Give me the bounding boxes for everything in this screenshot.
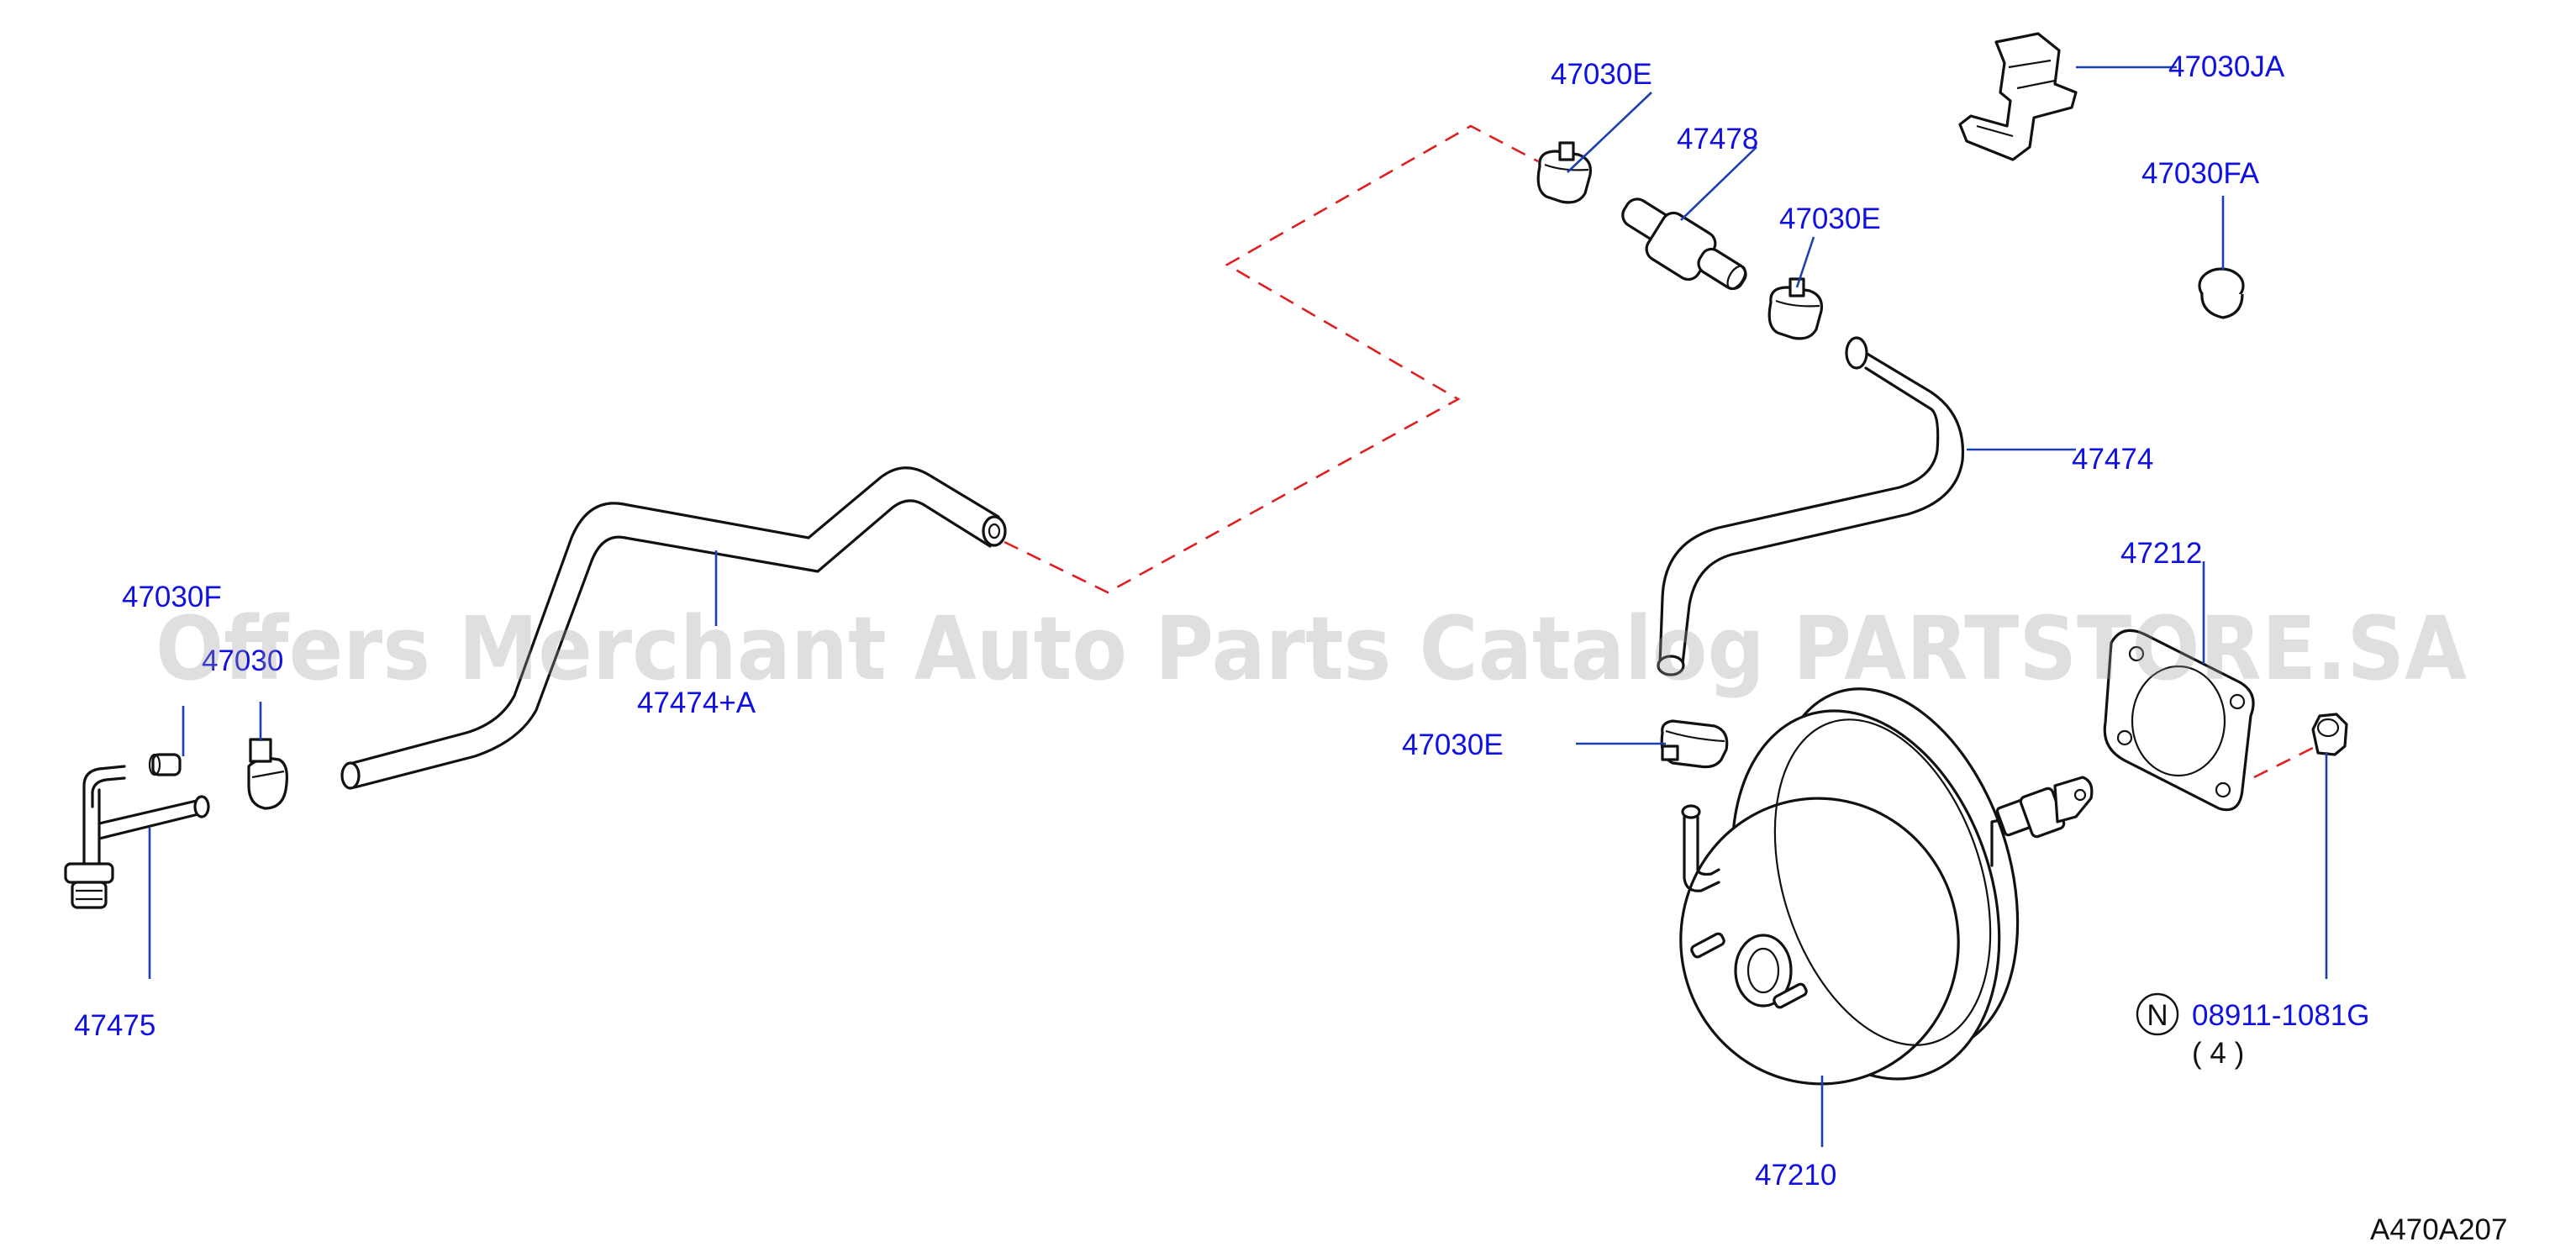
label-47030f[interactable]: 47030F: [122, 581, 222, 613]
label-47030-obscured[interactable]: 47030: [202, 645, 283, 677]
diagram-code: A470A207: [2370, 1213, 2507, 1246]
label-47030ja[interactable]: 47030JA: [2168, 50, 2285, 83]
label-47030e-booster[interactable]: 47030E: [1402, 729, 1504, 761]
nut-08911-1081g[interactable]: [2311, 713, 2348, 756]
brake-booster-47210[interactable]: [1658, 657, 2094, 1113]
nut-symbol-letter: N: [2147, 999, 2168, 1032]
label-47030e-mid[interactable]: 47030E: [1779, 203, 1881, 235]
label-47030fa[interactable]: 47030FA: [2141, 157, 2260, 190]
nut-symbol-circle: [2136, 992, 2179, 1036]
connection-dashed-line-hoses: [1004, 124, 1539, 594]
label-47030e-top[interactable]: 47030E: [1551, 58, 1652, 91]
hose-47474[interactable]: [1657, 336, 1965, 676]
clip-47030ja[interactable]: [1958, 32, 2078, 161]
label-47474-a[interactable]: 47474+A: [637, 687, 756, 719]
label-08911-quantity: ( 4 ): [2192, 1037, 2244, 1070]
watermark-text: Offers Merchant Auto Parts Catalog PARTS…: [155, 597, 2467, 700]
elbow-fitting-47475[interactable]: [64, 765, 210, 909]
leader-47030e-top: [1567, 92, 1652, 173]
connection-dashed-line-nut: [2253, 742, 2322, 779]
gasket-47212[interactable]: [2103, 629, 2255, 812]
clamp-47030-obscured[interactable]: [247, 738, 288, 810]
label-47475[interactable]: 47475: [74, 1009, 155, 1042]
clamp-47030e-booster[interactable]: [1660, 719, 1729, 769]
label-08911-1081g[interactable]: 08911-1081G: [2192, 999, 2369, 1032]
label-47478[interactable]: 47478: [1677, 123, 1758, 155]
label-47474[interactable]: 47474: [2072, 443, 2153, 476]
leader-47030e-mid: [1795, 236, 1815, 288]
cap-47030f[interactable]: [148, 753, 182, 776]
label-47210[interactable]: 47210: [1755, 1159, 1836, 1192]
grommet-47030fa[interactable]: [2198, 267, 2245, 319]
leader-47478: [1680, 146, 1757, 221]
label-47212[interactable]: 47212: [2120, 537, 2202, 570]
check-valve-47478[interactable]: [1619, 195, 1750, 292]
hose-47474-a[interactable]: [340, 466, 1007, 790]
clamp-47030e-top[interactable]: [1536, 141, 1593, 204]
clamp-47030e-mid[interactable]: [1767, 277, 1824, 340]
